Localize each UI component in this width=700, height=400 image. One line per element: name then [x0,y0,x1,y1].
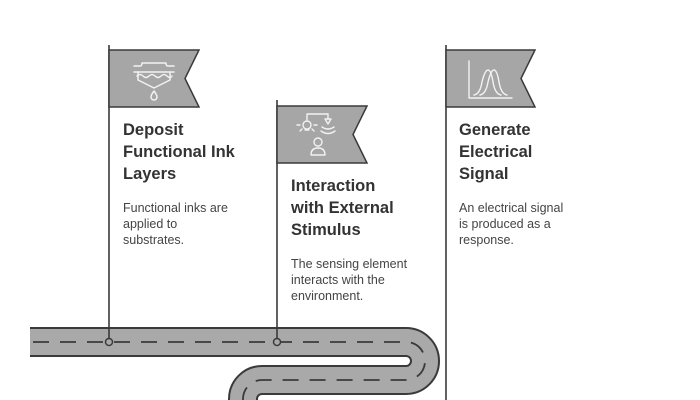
step-2-title: Interaction with External Stimulus [291,175,394,241]
road [0,320,440,400]
title-line: Interaction [291,177,376,195]
road-center-dashes [30,341,426,400]
pole-anchor [272,337,282,347]
ink-deposit-icon [133,62,175,101]
flag [445,49,537,108]
sensor-stimulus-icon [296,113,336,156]
desc-line: interacts with the [291,273,385,287]
milestone-3 [445,45,537,400]
desc-line: Functional inks are [123,201,228,215]
title-line: Generate [459,121,531,139]
step-2-description: The sensing element interacts with the e… [291,256,407,304]
desc-line: is produced as a [459,217,551,231]
title-line: Layers [123,165,177,183]
title-line: Signal [459,165,509,183]
flag [108,49,201,108]
desc-line: environment. [291,289,364,303]
step-1-description: Functional inks are applied to substrate… [123,200,228,248]
desc-line: An electrical signal [459,201,564,215]
flag [276,105,369,164]
road-left-cap [0,320,30,364]
title-line: Deposit [123,121,184,139]
step-1-title: Deposit Functional Ink Layers [123,119,235,185]
desc-line: response. [459,233,514,247]
desc-line: applied to [123,217,178,231]
title-line: Electrical [459,143,533,161]
pole-anchor [104,337,114,347]
milestone-2 [272,100,369,347]
desc-line: substrates. [123,233,185,247]
desc-line: The sensing element [291,257,408,271]
milestone-1 [104,45,201,347]
signal-curve-icon [468,60,513,99]
title-line: with External [291,199,394,217]
title-line: Stimulus [291,221,361,239]
step-3-title: Generate Electrical Signal [459,119,532,185]
road-surface [30,329,438,400]
step-3-description: An electrical signal is produced as a re… [459,200,563,248]
title-line: Functional Ink [123,143,235,161]
